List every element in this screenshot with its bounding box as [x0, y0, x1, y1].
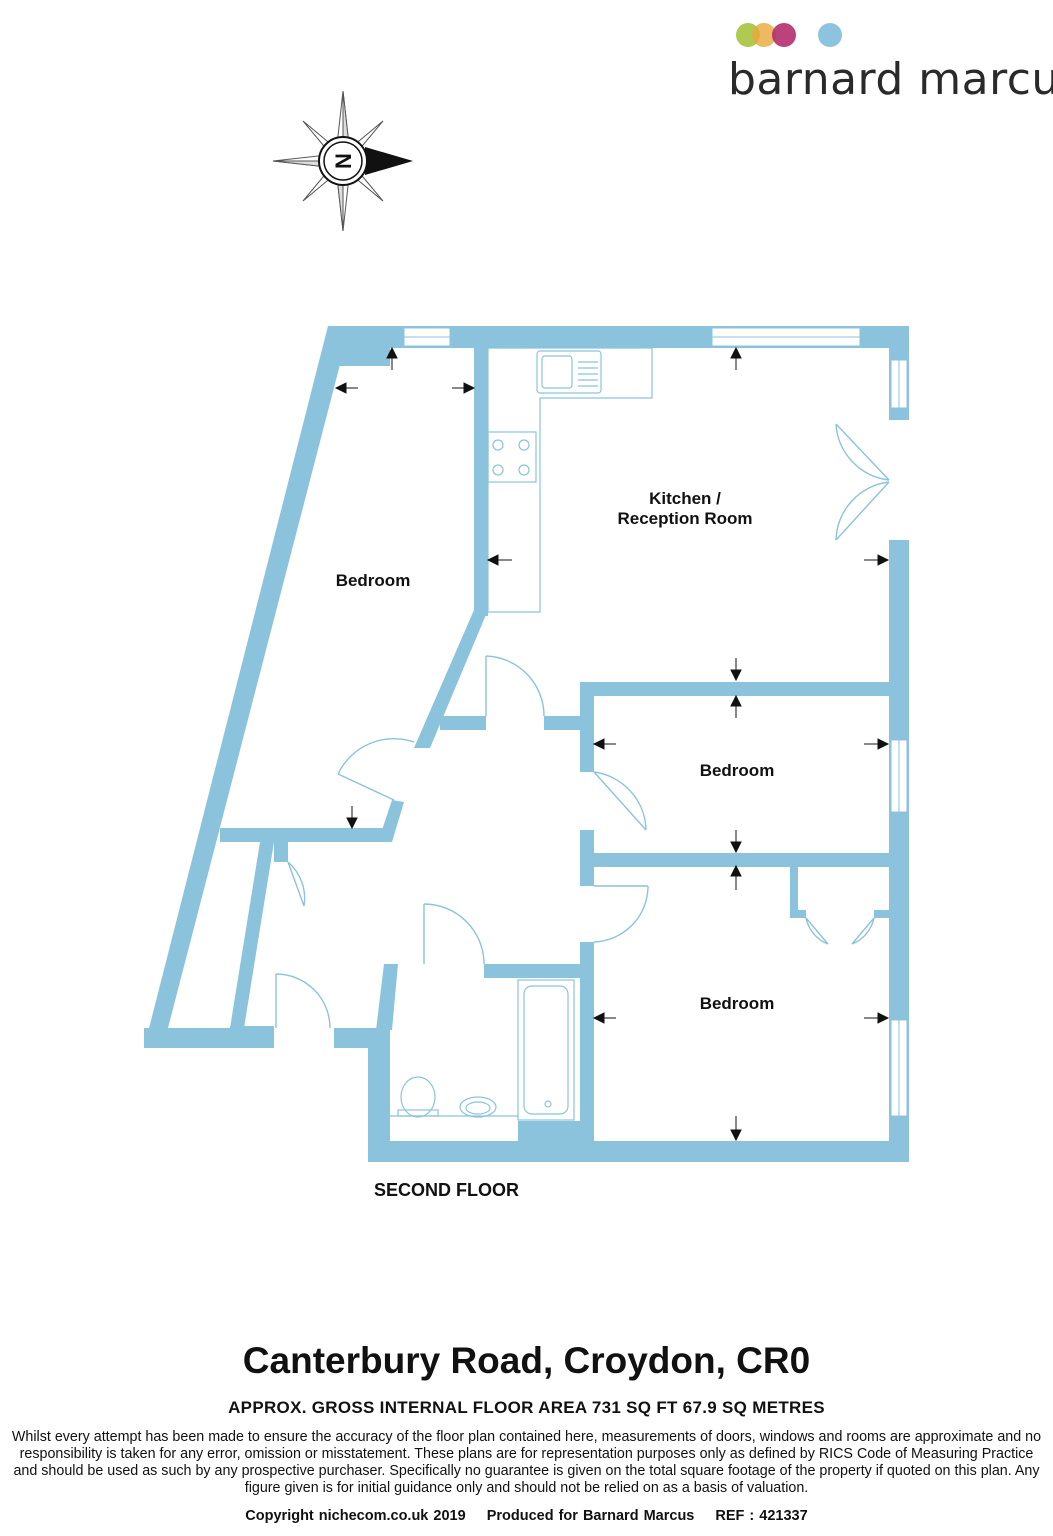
bedroom-label-bottom: Bedroom — [700, 994, 775, 1013]
bedroom-label-left: Bedroom — [336, 571, 411, 590]
compass-rose-icon: N — [272, 90, 413, 232]
compass-letter: N — [331, 153, 356, 169]
compass-arrow — [365, 147, 413, 175]
bathroom-fixtures — [390, 979, 575, 1121]
floor-area: APPROX. GROSS INTERNAL FLOOR AREA 731 SQ… — [228, 1398, 825, 1417]
footer: Copyright nichecom.co.uk 2019 Produced f… — [0, 1508, 1053, 1524]
basin-icon — [459, 1096, 497, 1118]
kitchen-label-line2: Reception Room — [617, 509, 752, 528]
disclaimer-text: Whilst every attempt has been made to en… — [11, 1429, 1042, 1496]
property-title: Canterbury Road, Croydon, CR0 — [242, 1340, 811, 1381]
bath-icon — [517, 979, 575, 1121]
produced-text: Produced for Barnard Marcus — [486, 1508, 695, 1524]
reference-text: REF : 421337 — [715, 1508, 808, 1524]
brand-name: barnard marcus — [728, 54, 1053, 105]
logo-dot-orange — [752, 23, 776, 47]
walls — [144, 326, 909, 1162]
floor-label: SECOND FLOOR — [374, 1180, 520, 1200]
measurement-arrows — [334, 346, 890, 1142]
windows — [403, 327, 908, 1117]
brand-logo: barnard marcus — [728, 18, 1053, 105]
bedroom-label-middle: Bedroom — [700, 761, 775, 780]
doors — [275, 423, 890, 1029]
logo-dots — [736, 23, 842, 47]
kitchen-fixtures — [487, 347, 653, 613]
hob-icon — [487, 431, 537, 483]
copyright-text: Copyright nichecom.co.uk 2019 — [245, 1508, 466, 1524]
logo-dot-magenta — [772, 23, 796, 47]
kitchen-label-line1: Kitchen / — [649, 489, 721, 508]
logo-dot-blue — [818, 23, 842, 47]
sink-icon — [536, 350, 602, 394]
toilet-icon — [400, 1076, 436, 1118]
